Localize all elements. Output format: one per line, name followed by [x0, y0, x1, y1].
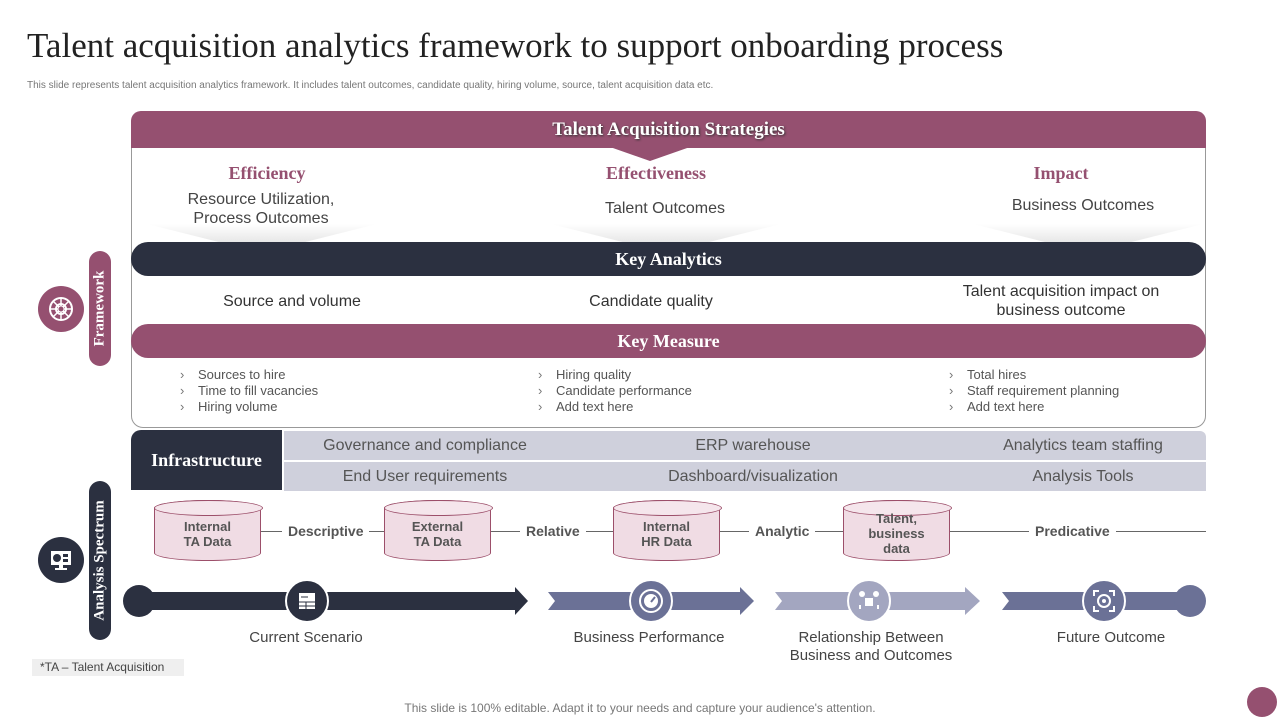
data-source-cylinder: External TA Data	[384, 500, 493, 561]
infrastructure-row-1: Governance and compliance ERP warehouse …	[284, 431, 1206, 460]
column-text-efficiency: Resource Utilization, Process Outcomes	[187, 191, 335, 227]
data-source-cylinder: Internal TA Data	[154, 500, 263, 561]
timeline-arrows	[123, 585, 1206, 617]
timeline-label: Current Scenario	[249, 629, 363, 646]
page-subtitle: This slide represents talent acquisition…	[27, 80, 714, 91]
list-item: ›Staff requirement planning	[949, 383, 1120, 398]
column-text-impact: Business Outcomes	[1011, 197, 1155, 214]
key-analytics-item: Source and volume	[223, 293, 361, 310]
target-focus-icon	[1082, 579, 1126, 623]
analysis-type: Relative	[520, 523, 586, 539]
analysis-type: Descriptive	[282, 523, 370, 539]
data-source-cylinder: Internal HR Data	[613, 500, 722, 561]
key-measure-bar: Key Measure	[131, 324, 1206, 358]
speedometer-icon	[629, 579, 673, 623]
column-heading-effectiveness: Effectiveness	[606, 163, 706, 183]
infrastructure-label: Infrastructure	[131, 430, 282, 490]
infra-item: Analysis Tools	[1032, 468, 1134, 485]
column-heading-impact: Impact	[1033, 163, 1089, 183]
page-title: Talent acquisition analytics framework t…	[27, 26, 1004, 65]
infra-item: ERP warehouse	[695, 437, 811, 454]
business-relationship-icon	[847, 579, 891, 623]
decorative-circle	[1247, 687, 1277, 717]
timeline-label: Relationship Between Business and Outcom…	[789, 629, 953, 664]
infrastructure-row-2: End User requirements Dashboard/visualiz…	[284, 462, 1206, 491]
list-item: ›Add text here	[538, 399, 634, 414]
framework-label-text: Framework	[91, 270, 108, 347]
analysis-type: Predicative	[1029, 523, 1116, 539]
data-source-cylinder: Talent, business data	[843, 500, 952, 561]
timeline-label: Future Outcome	[1056, 629, 1166, 646]
list-item: ›Add text here	[949, 399, 1045, 414]
key-analytics-bar: Key Analytics	[131, 242, 1206, 276]
list-item: ›Hiring volume	[180, 399, 278, 414]
key-analytics-item: Candidate quality	[589, 293, 713, 310]
header-notch	[610, 147, 690, 161]
analysis-spectrum-label: Analysis Spectrum	[89, 481, 111, 640]
footer-text: This slide is 100% editable. Adapt it to…	[404, 701, 876, 715]
framework-label: Framework	[89, 251, 111, 366]
list-item: ›Sources to hire	[180, 367, 286, 382]
measure-list-2: ›Hiring quality ›Candidate performance ›…	[538, 367, 692, 415]
timeline-label: Business Performance	[573, 629, 725, 646]
footnote: *TA – Talent Acquisition	[32, 659, 184, 676]
measure-list-3: ›Total hires ›Staff requirement planning…	[949, 367, 1119, 415]
infra-item: Dashboard/visualization	[668, 468, 838, 485]
list-item: ›Hiring quality	[538, 367, 632, 382]
infra-item: End User requirements	[342, 468, 508, 485]
analysis-type: Analytic	[749, 523, 816, 539]
column-text-effectiveness: Talent Outcomes	[604, 200, 726, 217]
list-item: ›Total hires	[949, 367, 1027, 382]
measure-list-1: ›Sources to hire ›Time to fill vacancies…	[180, 367, 318, 415]
infra-item: Analytics team staffing	[1003, 437, 1163, 454]
framework-icon	[38, 286, 84, 332]
column-heading-efficiency: Efficiency	[228, 163, 306, 183]
strategies-header: Talent Acquisition Strategies	[131, 111, 1206, 148]
infra-item: Governance and compliance	[323, 437, 527, 454]
list-item: ›Candidate performance	[538, 383, 692, 398]
document-icon	[285, 579, 329, 623]
analysis-monitor-icon	[38, 537, 84, 583]
list-item: ›Time to fill vacancies	[180, 383, 319, 398]
key-analytics-item: Talent acquisition impact on business ou…	[962, 283, 1160, 319]
